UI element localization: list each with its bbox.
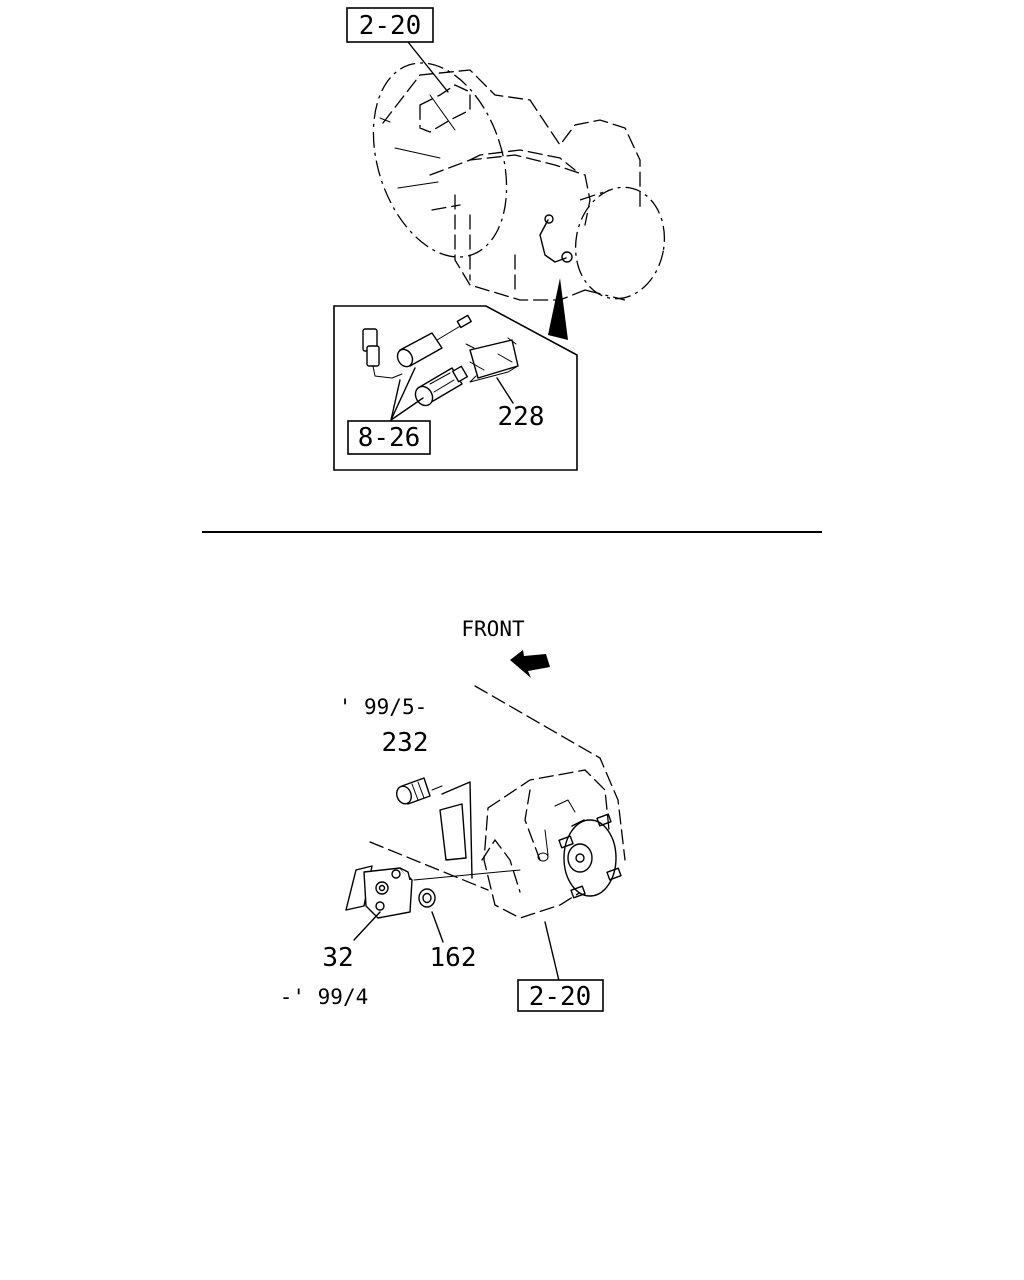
assembly-reference-top: 2-20	[346, 7, 434, 43]
speedometer-unit-32-illustration	[345, 865, 413, 919]
front-direction-label: FRONT	[461, 617, 525, 641]
part-number-228: 228	[498, 402, 545, 432]
nut-162-illustration	[418, 888, 436, 908]
part-number-32: 32	[322, 943, 353, 973]
switch-connector-illustration	[362, 314, 472, 407]
bracket-228-illustration	[465, 337, 519, 383]
part-number-162: 162	[430, 943, 477, 973]
transmission-assembly-illustration	[372, 41, 666, 340]
transfer-case-illustration	[345, 685, 626, 986]
date-until-label: -' 99/4	[280, 985, 369, 1009]
sensor-232-illustration	[396, 777, 443, 805]
assembly-reference-bottom: 2-20	[517, 979, 604, 1012]
assembly-reference-bottom-label: 2-20	[529, 982, 592, 1012]
front-arrow-icon	[510, 650, 550, 678]
part-number-232: 232	[382, 728, 429, 758]
detail-inset: 228 8-26	[333, 305, 578, 471]
date-from-label: ' 99/5-	[339, 695, 428, 719]
assembly-reference-top-label: 2-20	[359, 11, 422, 41]
switch-group-reference: 8-26	[358, 423, 421, 453]
